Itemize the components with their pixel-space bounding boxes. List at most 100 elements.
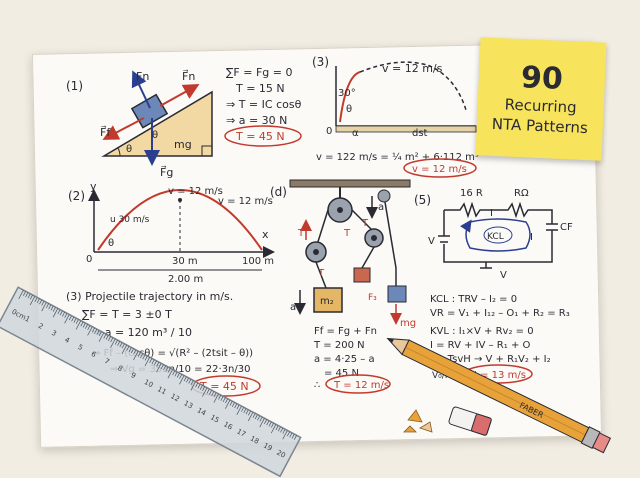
p1-theta-base: θ xyxy=(126,144,132,155)
ruler-tick xyxy=(80,321,84,327)
pd-t4: T xyxy=(361,218,369,229)
ruler-tick xyxy=(117,341,121,346)
p1-eq-0: ∑F = Fg = 0 xyxy=(226,66,292,79)
p3b-title: (3) Projectile trajectory in m/s. xyxy=(66,290,233,303)
pd-answer-circle xyxy=(325,374,391,394)
problem-1-incline: (1) θ Fn F⃗n F⃗f F⃗g θ mg ∑F = Fg = 0 T … xyxy=(66,66,302,179)
ruler-tick xyxy=(110,337,114,343)
ruler-tick xyxy=(213,393,219,403)
ruler-tick xyxy=(270,422,274,428)
p1-answer: T = 45 N xyxy=(235,130,285,143)
ruler-tick xyxy=(75,319,79,324)
ruler-tick xyxy=(96,330,100,335)
ruler-tick xyxy=(151,359,155,365)
ruler-tick xyxy=(50,305,54,311)
p2-apex-dot xyxy=(178,198,182,202)
ruler-tick xyxy=(197,383,201,389)
ruler-number: 2 xyxy=(37,322,45,331)
p5-vb: V xyxy=(500,270,507,281)
ruler-tick xyxy=(18,289,24,300)
ruler-number: 12 xyxy=(169,392,181,403)
ruler-tick xyxy=(266,420,270,426)
ruler-tick xyxy=(236,405,242,415)
ruler-tick xyxy=(29,295,36,306)
ruler-number: 11 xyxy=(156,385,168,396)
ruler-tick xyxy=(165,366,169,372)
ruler-tick xyxy=(128,347,132,352)
p3-answer: v = 12 m/s xyxy=(412,164,467,175)
ruler-tick xyxy=(57,309,61,315)
p3-answer-circle xyxy=(403,158,477,178)
p2-v0: u 30 m/s xyxy=(110,215,150,225)
ruler-tick xyxy=(52,308,59,318)
p2-label: (2) xyxy=(68,189,85,203)
ruler-tick xyxy=(68,315,72,321)
circuit-bottom-wire xyxy=(443,230,553,263)
ruler-tick xyxy=(225,398,229,404)
p3-distance: dst xyxy=(412,128,428,139)
pd-t1: T xyxy=(297,228,305,239)
ruler-tick xyxy=(85,324,89,329)
ruler-number: 18 xyxy=(249,434,261,445)
ruler-tick xyxy=(98,331,102,337)
ruler-tick xyxy=(46,303,49,309)
sticky-line-2: NTA Patterns xyxy=(491,114,589,138)
ruler-tick xyxy=(144,357,150,367)
p5-i-top: I xyxy=(490,208,493,219)
pd-eq-0: Ff = Fg + Fn xyxy=(314,326,377,337)
pd-mg: mg xyxy=(400,318,416,329)
ruler-tick xyxy=(254,414,258,420)
p1-theta-block: θ xyxy=(152,130,158,141)
ruler-number: 16 xyxy=(222,420,234,432)
ruler-tick xyxy=(183,376,187,382)
ruler-tick xyxy=(62,311,66,317)
ruler-tick xyxy=(282,430,288,440)
pd-m-label: m₂ xyxy=(320,296,334,307)
p3-angle: 30° xyxy=(338,88,356,99)
ruler-tick xyxy=(293,435,297,440)
ruler-tick xyxy=(259,416,263,422)
angle-arc xyxy=(117,147,121,157)
p1-eq-3: ⇒ a = 30 N xyxy=(226,114,287,127)
sticky-number: 90 xyxy=(520,60,564,97)
ruler-number: 6 xyxy=(90,350,98,359)
pd-answer: T = 12 m/s xyxy=(333,380,389,391)
ruler-tick xyxy=(126,346,130,351)
applied-force-arrow xyxy=(159,84,200,107)
p1-fn: Fn xyxy=(136,70,149,83)
ruler-number: 3 xyxy=(50,329,58,338)
p3-theta: θ xyxy=(346,104,352,115)
p5-kcl: KCL xyxy=(487,232,504,242)
ruler-number: 19 xyxy=(262,442,274,453)
pd-a-left: a xyxy=(290,302,296,313)
p3b-eq-2: ⇒ Ff – (cscθ) = √(R² – (2tsit – θ)) xyxy=(92,348,253,359)
ruler-tick xyxy=(218,394,222,400)
p2-v2: v = 12 m/s xyxy=(218,196,273,207)
ruler-tick xyxy=(252,413,256,418)
ruler-tick xyxy=(103,333,107,339)
pd-f3: F₃ xyxy=(368,293,377,303)
ruler-tick xyxy=(280,427,284,433)
p2-arc xyxy=(97,189,263,251)
p5-eq-2: KVL : I₁×V + Rv₂ = 0 xyxy=(430,326,534,337)
p2-x-label: x xyxy=(262,228,269,241)
problem-3-projectile: (3) 30° θ α 0 v = 12 m/s dst v = 122 m/s… xyxy=(312,55,479,178)
ruler-tick xyxy=(140,353,144,359)
ruler-number: 7 xyxy=(103,357,111,366)
ruler-tick xyxy=(73,317,77,323)
ruler-number: 1 xyxy=(24,315,32,324)
p3b-eq-0: ∑F = T = 3 ±0 T xyxy=(82,308,172,321)
ruler-tick xyxy=(275,425,279,431)
ruler-tick xyxy=(87,326,93,336)
problem-5-circuit: (5) 16 R RΩ V CF V KCL I I KCL : TRV – I… xyxy=(414,188,573,384)
ruler-tick xyxy=(133,349,137,355)
pd-label: (d) xyxy=(270,185,287,199)
ruler-number: 15 xyxy=(209,413,221,424)
ruler-tick xyxy=(243,408,247,414)
p3b-eq-3: ⇒ Vg = 353n/10 = 22·3n/30 xyxy=(110,364,250,375)
mass-block-m2 xyxy=(313,287,343,313)
ruler-tick xyxy=(231,402,235,407)
ruler-tick xyxy=(247,411,254,422)
ruler-tick xyxy=(229,400,233,406)
pencil: FABER xyxy=(386,337,612,454)
